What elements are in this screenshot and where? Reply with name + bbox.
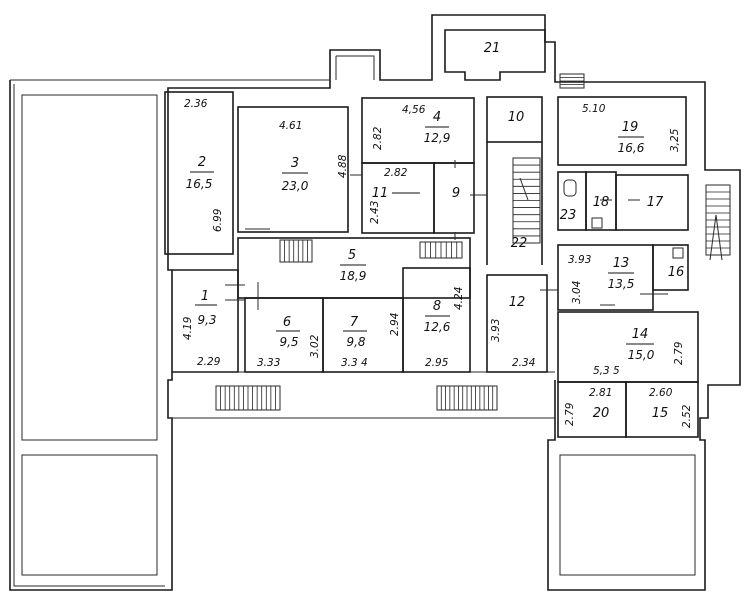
dimension-label: 2.81 <box>589 387 612 399</box>
dimension-label: 2.95 <box>425 357 449 369</box>
dimension-label: 2.79 <box>673 341 685 365</box>
dimension-label: 2.94 <box>389 313 401 336</box>
room-area: 18,9 <box>340 269 367 283</box>
room-number: 11 <box>372 186 389 201</box>
dimension-label: 4.19 <box>182 316 194 340</box>
dimension-label: 3.02 <box>309 334 321 358</box>
dimension-label: 4.24 <box>453 287 465 310</box>
dimension-label: 4.61 <box>279 120 302 132</box>
room-area: 12,6 <box>424 320 451 334</box>
room-number: 6 <box>283 315 291 330</box>
room-area: 23,0 <box>282 179 309 193</box>
room-number: 3 <box>291 156 299 171</box>
room-area: 16,5 <box>186 177 213 191</box>
arrow-icon <box>519 177 529 201</box>
room-number: 10 <box>508 110 525 125</box>
room-number: 14 <box>632 327 649 342</box>
room-number: 8 <box>433 299 441 314</box>
dimension-label: 2.60 <box>649 387 673 399</box>
room-area: 13,5 <box>608 277 635 291</box>
room-number: 16 <box>668 265 685 280</box>
room-number: 1 <box>201 289 209 304</box>
room-number: 12 <box>509 295 526 310</box>
dimension-label: 6.99 <box>212 208 224 232</box>
room-area: 16,6 <box>618 141 645 155</box>
dimension-label: 3.93 <box>490 319 502 342</box>
dimension-label: 2.43 <box>369 201 381 224</box>
room-number: 20 <box>593 406 610 421</box>
dimension-label: 2.82 <box>384 167 408 179</box>
room-number: 18 <box>593 195 610 210</box>
room-area: 9,8 <box>346 335 365 349</box>
dimension-label: 2.29 <box>197 356 221 368</box>
arrow-icon <box>709 214 723 261</box>
room-number: 5 <box>348 248 356 263</box>
room-number: 19 <box>622 120 639 135</box>
room-number: 2 <box>198 155 206 170</box>
dimension-label: 5,3 5 <box>593 365 620 377</box>
dimension-label: 2.79 <box>564 402 576 426</box>
room-labels: 1 9,3 2 16,5 3 23,0 4 12,9 5 18,9 6 9,5 … <box>186 41 685 421</box>
dimension-label: 5.10 <box>582 103 606 115</box>
dimension-label: 3.3 4 <box>341 357 368 369</box>
dimension-labels: 2.36 6.99 4.61 4.88 4,56 2.82 2.82 2.43 … <box>182 98 693 428</box>
room-area: 12,9 <box>424 131 451 145</box>
room-number: 13 <box>613 256 630 271</box>
dimension-label: 4,56 <box>402 104 426 116</box>
dimension-label: 2.34 <box>512 357 535 369</box>
dimension-label: 4.88 <box>337 154 349 178</box>
dimension-label: 2.52 <box>681 404 693 428</box>
dimension-label: 2.36 <box>184 98 208 110</box>
room-area: 15,0 <box>628 348 655 362</box>
dimension-label: 3.93 <box>568 254 591 266</box>
room-number: 23 <box>560 208 577 223</box>
room-number: 15 <box>652 406 669 421</box>
dimension-label: 3.04 <box>571 281 583 304</box>
fixtures <box>519 177 723 261</box>
dimension-label: 2.82 <box>372 126 384 150</box>
room-number: 17 <box>647 195 664 210</box>
room-area: 9,3 <box>197 313 216 327</box>
room-number: 9 <box>452 186 460 201</box>
room-number: 4 <box>433 110 441 125</box>
room-number: 7 <box>350 315 359 330</box>
room-area: 9,5 <box>279 335 298 349</box>
room-number: 22 <box>511 236 528 251</box>
outer-walls <box>9 14 741 591</box>
dimension-label: 3.33 <box>257 357 280 369</box>
dimension-label: 3,25 <box>669 128 681 152</box>
interior-walls <box>164 29 699 438</box>
room-number: 21 <box>484 41 501 56</box>
